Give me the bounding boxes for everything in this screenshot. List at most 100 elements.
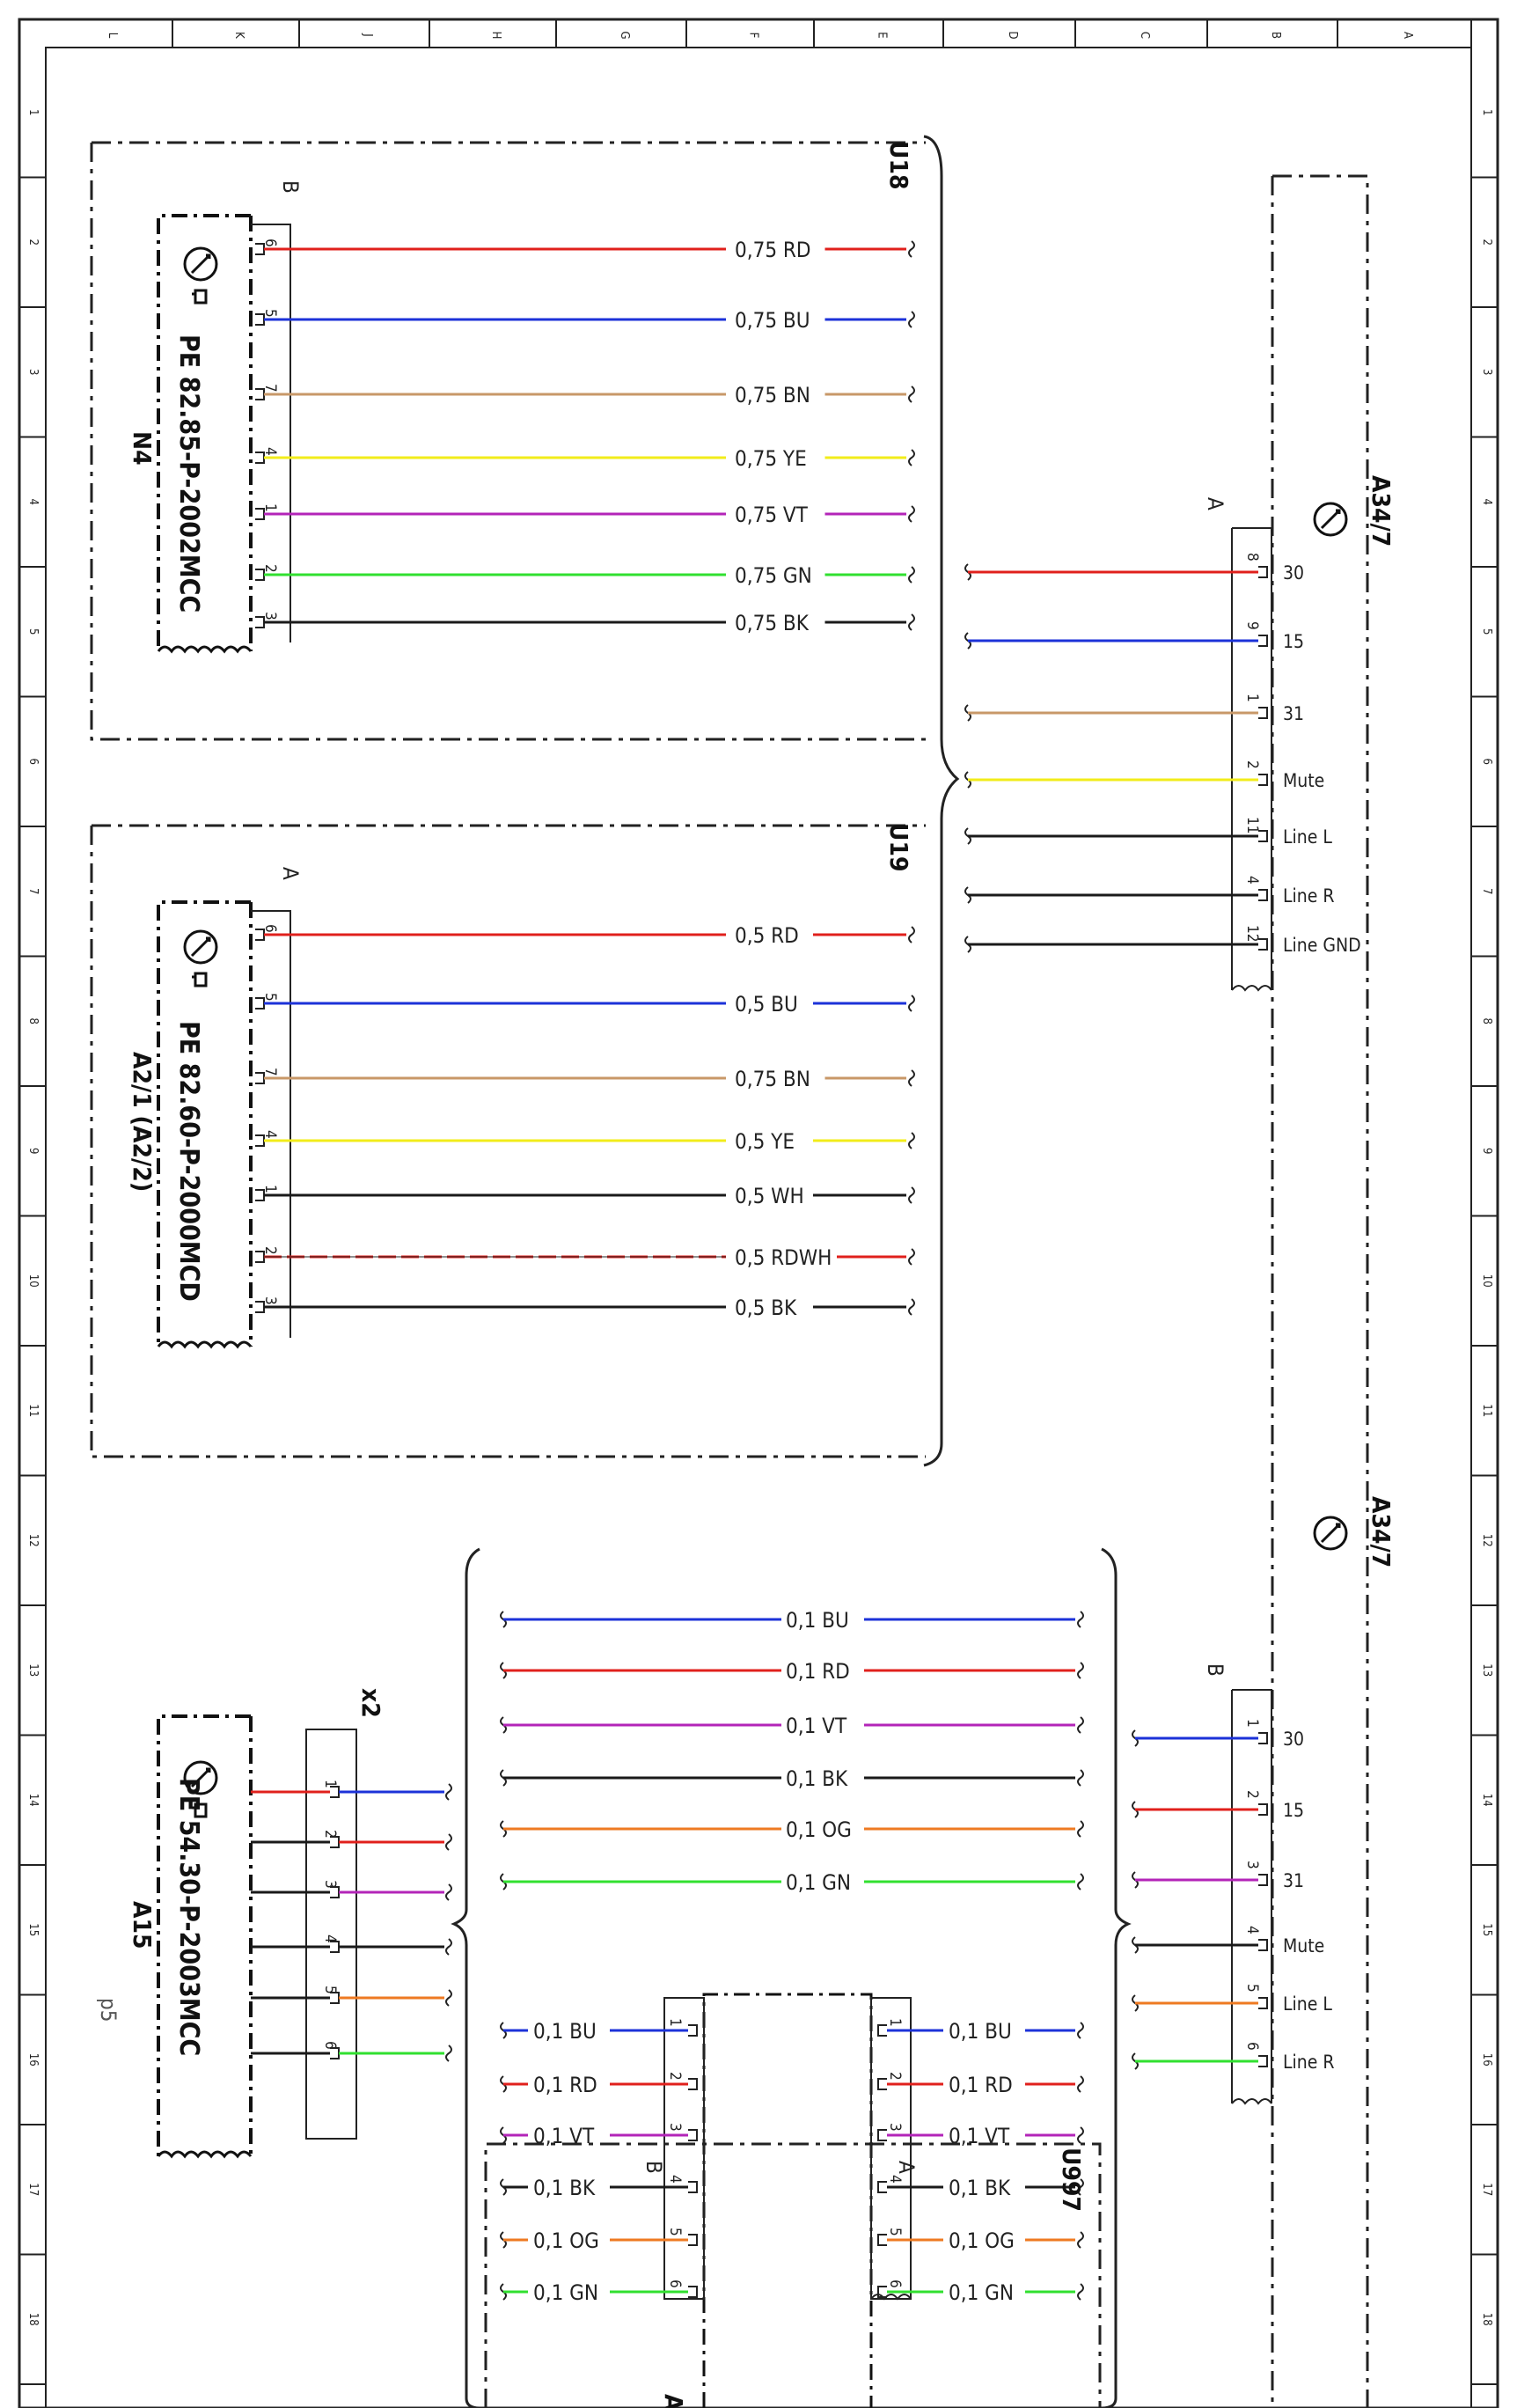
a2-wire-end <box>908 1132 915 1149</box>
a2-wire-label: 0,5 RDWH <box>735 1245 832 1270</box>
n4-component-box <box>157 214 251 651</box>
a2-wire-label: 0,5 WH <box>735 1184 804 1208</box>
a34-top-signal-label: Line GND <box>1283 935 1361 956</box>
grid-row-label-left: 12 <box>26 1534 40 1547</box>
grid-row-label-right: 10 <box>1480 1274 1493 1288</box>
a2-pin-number: 7 <box>261 1068 279 1076</box>
bundle-wire-end <box>1077 1769 1084 1787</box>
a2-wire-label: 0,75 BN <box>735 1067 810 1091</box>
u997-b-pin-number: 4 <box>666 2175 684 2184</box>
n4-wire-end <box>908 613 915 631</box>
a34-top-pin-terminal <box>1258 889 1268 901</box>
a15-pin-number: 1 <box>321 1780 339 1788</box>
bundle-brace-left <box>451 1547 480 2408</box>
u997-a-pin-terminal <box>877 2129 887 2141</box>
u997-b-pin-terminal <box>688 2234 698 2246</box>
u997-a-wire-label: 0,1 BK <box>949 2176 1011 2200</box>
n4-connector-body <box>251 224 291 642</box>
grid-row-label-left: 16 <box>26 2053 40 2067</box>
grid-row-label-left: 17 <box>26 2183 40 2196</box>
n4-component-box-cut <box>157 645 253 654</box>
a34-top-connector-body <box>1232 527 1272 990</box>
a34-bottom-connector-label: B <box>1203 1663 1228 1677</box>
u997-connector-b-label: B <box>641 2161 666 2174</box>
u997-b-wire-label: 0,1 BK <box>533 2176 596 2200</box>
grid-row-label-left: 10 <box>26 1274 40 1288</box>
grid-row-label-right: 13 <box>1480 1663 1493 1677</box>
n4-wire-end <box>908 311 915 328</box>
a34-bottom-pin-terminal <box>1258 1803 1268 1816</box>
a34-frame-right <box>1271 174 1369 2408</box>
a34-bottom-pin-terminal <box>1258 1732 1268 1744</box>
a15-pin-number: 3 <box>321 1880 339 1889</box>
a15-cut <box>157 2150 253 2159</box>
u19-group-label: U19 <box>884 823 913 872</box>
a34-top-signal-label: Line L <box>1283 826 1332 848</box>
a34-top-pin-number: 1 <box>1243 694 1261 702</box>
grid-row-label-left: 14 <box>26 1794 40 1807</box>
a34-bottom-pin-number: 1 <box>1243 1719 1261 1728</box>
a34-bottom-connector-body <box>1232 1689 1272 2103</box>
u997-b-pin-number: 2 <box>666 2072 684 2081</box>
grid-col-label: D <box>1006 31 1019 39</box>
a2-component-box-cut <box>157 1340 253 1349</box>
a15-connector-label: x2 <box>356 1688 385 1718</box>
a34-top-signal-label: 15 <box>1283 631 1304 652</box>
u997-a-wire-end <box>1077 2231 1084 2249</box>
bundle-wire-label: 0,1 BK <box>786 1766 848 1791</box>
n4-connector-label: B <box>278 180 303 194</box>
u997-a-pin-terminal <box>877 2181 887 2193</box>
a34-top-pin-number: 8 <box>1243 553 1261 562</box>
u997-a-wire-end <box>1077 2022 1084 2039</box>
u997-group-label: U997 <box>1057 2147 1086 2212</box>
a34-bottom-signal-label: 31 <box>1283 1870 1304 1891</box>
a34-bottom-connector-cut <box>1231 2098 1272 2105</box>
u997-a-wire-label: 0,1 OG <box>949 2228 1015 2253</box>
u997-a-wire-label: 0,1 VT <box>949 2124 1010 2148</box>
grid-row-label-left: 4 <box>26 499 40 505</box>
a15-wire-end <box>445 1833 452 1851</box>
grid-row-label-right: 3 <box>1480 369 1493 375</box>
a15-pin-terminal <box>330 1836 340 1848</box>
a34-top-pin-number: 4 <box>1243 876 1261 885</box>
a15-pin-number: 4 <box>321 1934 339 1943</box>
n4-wire-end <box>908 385 915 403</box>
a34-top-signal-label: Mute <box>1283 770 1324 791</box>
n4-wire-label: 0,75 YE <box>735 446 807 471</box>
a15-wire-end <box>445 1938 452 1956</box>
a15-page-ref: p5 <box>96 1998 121 2022</box>
bundle-wire-label: 0,1 GN <box>786 1870 851 1895</box>
a34-top-pin-terminal <box>1258 566 1268 578</box>
a2-pin-number: 6 <box>261 924 279 933</box>
drawing-frame <box>18 18 1499 2408</box>
a34-bottom-pin-number: 4 <box>1243 1926 1261 1934</box>
a34-top-signal-label: 31 <box>1283 703 1304 724</box>
a2-wire-end <box>908 1298 915 1316</box>
u997-b-pin-number: 1 <box>666 2018 684 2027</box>
a2-pin-number: 3 <box>261 1296 279 1305</box>
n4-pin-number: 2 <box>261 564 279 573</box>
u997-b-wire-label: 0,1 RD <box>533 2073 597 2097</box>
n4-pin-number: 1 <box>261 503 279 512</box>
a34-bottom-signal-label: Line L <box>1283 1993 1332 2015</box>
grid-row-label-right: 5 <box>1480 628 1493 635</box>
u997-connector-a-label: A <box>894 2161 919 2174</box>
a34-top-component-label: A34/7 <box>1367 475 1396 547</box>
symbols <box>183 246 1348 1818</box>
u997-b-pin-terminal <box>688 2181 698 2193</box>
a34-top-pin-terminal <box>1258 635 1268 647</box>
n4-wire-label: 0,75 BN <box>735 383 810 407</box>
a15 <box>157 1714 251 2156</box>
a15-wire-end <box>445 1883 452 1901</box>
grid-row-label-right: 17 <box>1480 2183 1493 2196</box>
a34-top-connector-label: A <box>1203 497 1228 510</box>
grid-col-label: J <box>361 33 374 36</box>
grid-row-label-right: 6 <box>1480 759 1493 765</box>
a34-bottom-signal-label: 15 <box>1283 1800 1304 1821</box>
a2-wire-end <box>908 1248 915 1266</box>
a34-bottom-pin-number: 3 <box>1243 1861 1261 1869</box>
u997-a-wire-end <box>1077 2126 1084 2144</box>
a2-connector-body <box>251 910 291 1338</box>
